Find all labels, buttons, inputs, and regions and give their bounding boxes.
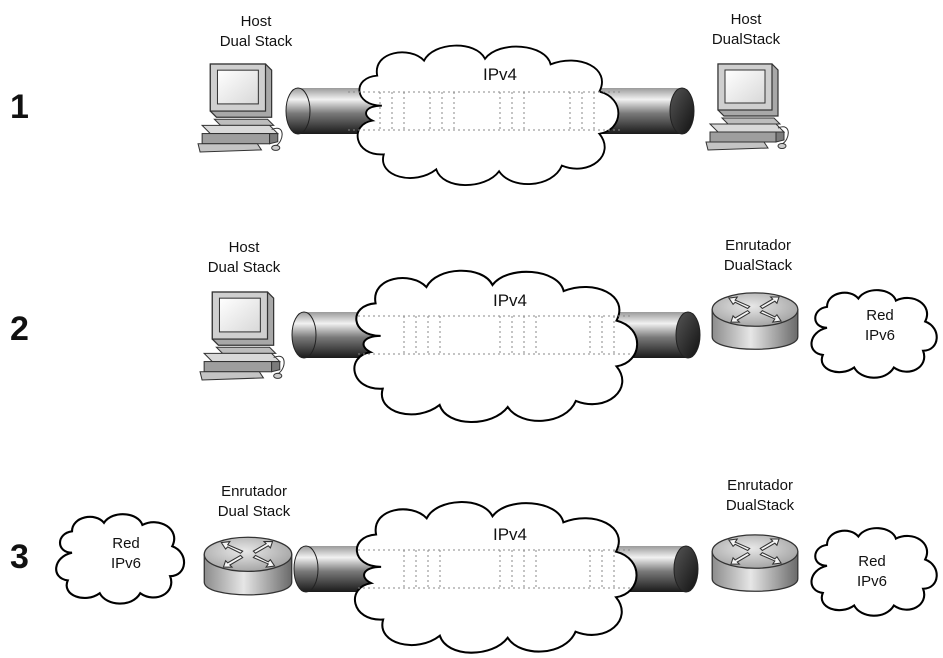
row-number: 1 (10, 88, 29, 126)
row-number: 3 (10, 538, 29, 576)
cloud-label: IPv4 (493, 525, 527, 544)
left-label-line2: Dual Stack (218, 503, 291, 520)
router-icon (711, 292, 799, 350)
row-2: 2 Host Dual Stack IPv4 Enrutador DualSta… (10, 237, 938, 424)
right-label-line2: DualStack (724, 257, 793, 274)
network-label-line1: Red (858, 553, 886, 570)
right-label-line1: Enrutador (725, 237, 791, 254)
tunnel-inside-lines (348, 91, 622, 131)
left-label-line2: Dual Stack (220, 33, 293, 50)
computer-icon (197, 63, 283, 153)
right-label-line1: Host (731, 11, 763, 28)
network-label-line2: IPv6 (857, 573, 887, 590)
cloud-label: IPv4 (483, 65, 517, 84)
right-label-line1: Enrutador (727, 477, 793, 494)
row-3: 3 Red IPv6 Enrutador Dual Stack IPv4 Enr… (10, 477, 938, 654)
tunnel-inside-lines (358, 549, 630, 589)
network-label-line1: Red (112, 535, 140, 552)
left-label-line1: Host (241, 13, 273, 30)
row-1: 1 Host Dual Stack IPv4 Host DualStack (10, 11, 789, 187)
computer-icon (705, 63, 789, 151)
network-label-line1: Red (866, 307, 894, 324)
router-icon (711, 534, 799, 592)
right-label-line2: DualStack (712, 31, 781, 48)
tunnel-inside-lines (358, 315, 630, 355)
cloud-label: IPv4 (493, 291, 527, 310)
left-label-line1: Host (229, 239, 261, 256)
computer-icon (199, 291, 285, 381)
network-label-line2: IPv6 (111, 555, 141, 572)
network-label-line2: IPv6 (865, 327, 895, 344)
router-icon (203, 536, 293, 596)
cloud-icon (810, 527, 938, 617)
left-label-line2: Dual Stack (208, 259, 281, 276)
left-label-line1: Enrutador (221, 483, 287, 500)
right-label-line2: DualStack (726, 497, 795, 514)
row-number: 2 (10, 310, 29, 348)
